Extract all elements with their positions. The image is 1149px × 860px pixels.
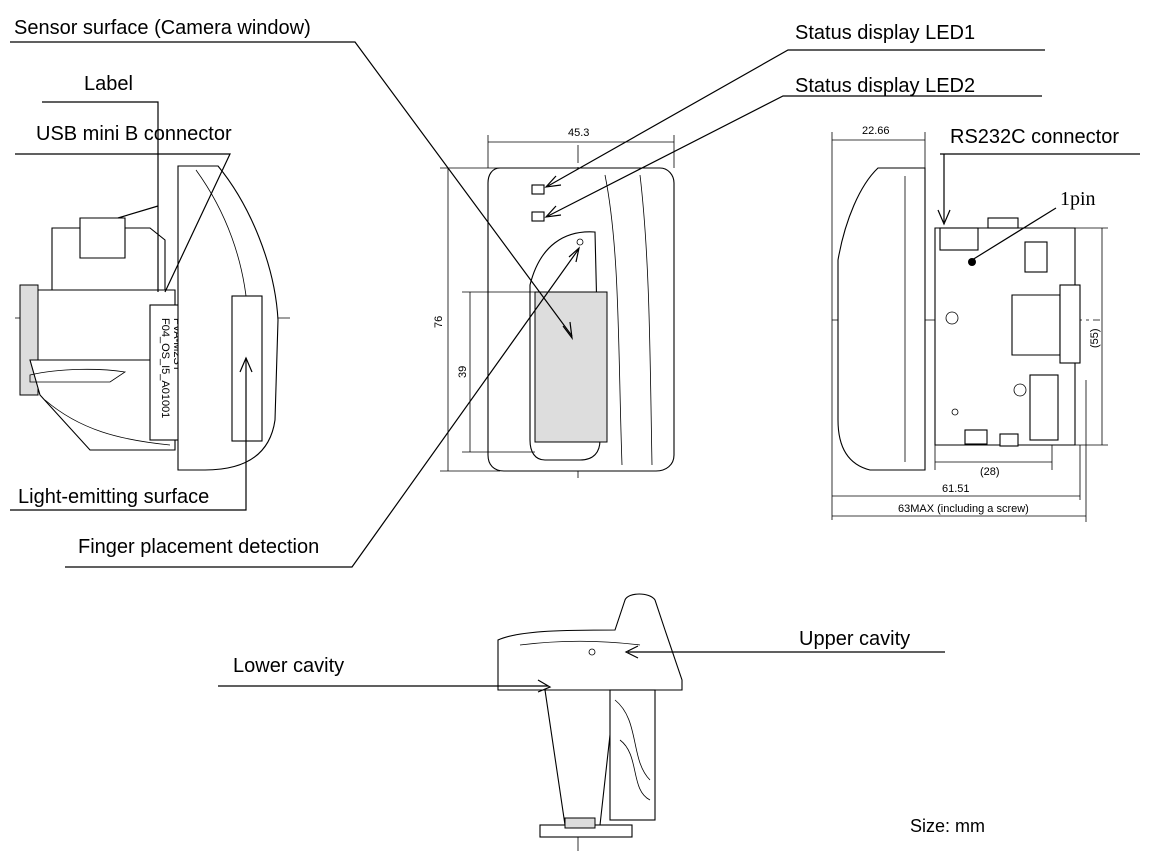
led1-leader — [547, 49, 1045, 187]
lower-cavity-text: Lower cavity — [233, 655, 344, 677]
size-note: Size: mm — [910, 816, 985, 836]
dim-side-height: (55) — [1089, 328, 1101, 348]
rs232c-text: RS232C connector — [950, 126, 1119, 148]
usb-leader — [15, 153, 231, 293]
dim-front-width: 45.3 — [568, 127, 589, 139]
light-emitting-text: Light-emitting surface — [18, 486, 209, 508]
dim-board-width: (28) — [980, 466, 1000, 478]
dim-total-depth: 61.51 — [942, 483, 970, 495]
front-view: 45.3 76 39 — [433, 127, 675, 478]
sensor-surface-text: Sensor surface (Camera window) — [14, 17, 311, 39]
pin1-text: 1pin — [1060, 188, 1096, 210]
label-arrow — [117, 205, 159, 219]
product-label-line2: F04_OS_I5_A01001 — [159, 318, 171, 418]
bottom-view: Lower cavity Upper cavity — [218, 593, 945, 855]
finger-detection-text: Finger placement detection — [78, 536, 319, 558]
label-leader — [42, 101, 159, 292]
top-labels: Sensor surface (Camera window) Status di… — [10, 17, 1045, 568]
right-side-view: 22.66 (55) (28) 61.51 63MAX (including a… — [831, 125, 1140, 522]
sensor-leader — [10, 41, 573, 337]
upper-cavity-text: Upper cavity — [799, 628, 910, 650]
dim-max-depth: 63MAX (including a screw) — [898, 503, 1029, 515]
dim-front-height: 76 — [433, 316, 445, 328]
usb-text: USB mini B connector — [36, 123, 232, 145]
dim-side-depth: 22.66 — [862, 125, 890, 137]
dim-window-height: 39 — [457, 366, 469, 378]
led1-text: Status display LED1 — [795, 22, 975, 44]
left-side-view: FVA-M2ST F04_OS_I5_A01001 Label USB mini… — [10, 73, 290, 511]
led2-leader — [547, 95, 1042, 217]
led2-text: Status display LED2 — [795, 75, 975, 97]
label-text: Label — [84, 73, 133, 95]
light-emitting-leader — [10, 358, 247, 511]
pin1-leader — [971, 207, 1057, 261]
finger-detection-leader — [65, 249, 579, 568]
